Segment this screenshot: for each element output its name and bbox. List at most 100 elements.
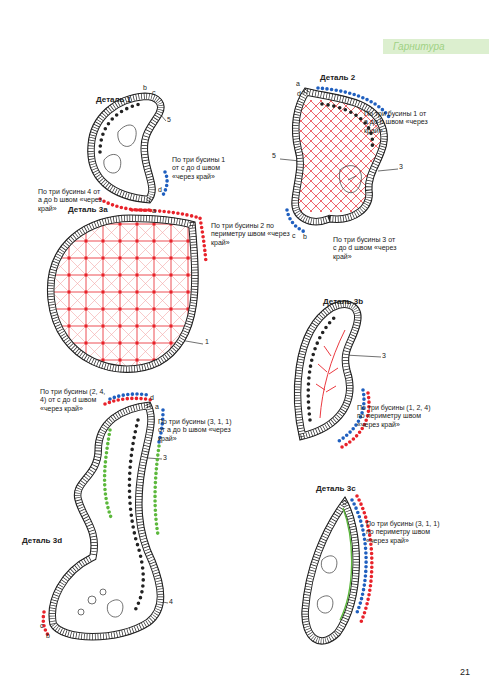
callout-letter: 4 [169, 598, 173, 606]
stitch-note: По три бусины (2, 4, 4) от c до d швом «… [40, 388, 110, 413]
colored-bead-row [105, 398, 152, 404]
border-band-inner [294, 301, 361, 440]
ornament [107, 600, 123, 617]
page-number: 21 [460, 667, 470, 677]
border-band [294, 301, 361, 440]
border-ticks [292, 88, 388, 225]
border-band-inner [49, 402, 164, 640]
shape-outline [292, 88, 388, 225]
ornament [348, 176, 356, 180]
shape-outline [49, 402, 164, 640]
part-title: Деталь 2 [320, 73, 355, 82]
header-tab: Гарнитура [393, 41, 445, 52]
shape-fill [302, 497, 360, 644]
shape-fill [294, 301, 361, 440]
stitch-note: По три бусины 3 от c до d швом «через кр… [333, 236, 397, 261]
part-title: Деталь 3d [22, 536, 62, 545]
leader-line [148, 458, 162, 459]
callout-letter: d [297, 90, 301, 98]
stitch-note: По три бусины 4 от a до b швом «через кр… [38, 188, 104, 213]
part-title: Деталь 3b [323, 297, 363, 306]
detail-shape [40, 203, 208, 378]
border-ticks [302, 497, 360, 644]
part-title: Деталь 3c [316, 484, 356, 493]
callout-letter: d [150, 394, 154, 402]
callout-letter: c [292, 232, 296, 240]
border-band [49, 402, 164, 640]
clipped-art [302, 497, 360, 644]
border-band-inner [302, 497, 360, 644]
colored-bead-row [105, 430, 112, 520]
shape-outline [88, 93, 164, 203]
shape-outline [302, 497, 360, 644]
colored-bead-row [161, 172, 167, 198]
border-band [88, 93, 164, 203]
stitch-note: По три бусины (3, 1, 1) по периметру шво… [366, 520, 446, 545]
bead-row [129, 420, 143, 612]
callout-letter: d [158, 186, 162, 194]
shape-outline [47, 215, 198, 372]
callout-letter: 3 [382, 352, 386, 360]
leader-line [345, 355, 381, 357]
border-ticks [294, 301, 361, 440]
shape-outline [294, 301, 361, 440]
header-bar [383, 39, 489, 54]
colored-bead-row [155, 446, 159, 535]
stitch-note: По три бусины (3, 1, 1) от a до b швом «… [158, 418, 232, 443]
detail-shape [272, 70, 400, 235]
border-ticks [88, 93, 164, 203]
border-ticks [49, 402, 164, 640]
ornament [321, 556, 337, 573]
detail-shape [295, 482, 370, 647]
clipped-art [294, 301, 361, 440]
colored-bead-row [110, 394, 148, 399]
stitch-note: По три бусины 2 по периметру швом «через… [211, 222, 291, 247]
border-band [302, 497, 360, 644]
callout-letter: 3 [399, 163, 403, 171]
callout-letter: 5 [272, 152, 276, 160]
shape-fill [88, 93, 164, 203]
detail-shape [18, 395, 173, 650]
colored-bead-row [287, 210, 305, 232]
stitch-note: По три бусины 1 от c до d швом «через кр… [172, 156, 234, 181]
stitch-note: По три бусины (1, 2, 4) по периметру шво… [357, 404, 437, 429]
ornament [118, 125, 136, 146]
callout-letter: a [296, 80, 300, 88]
colored-bead-row [357, 496, 372, 622]
callout-letter: c [152, 89, 156, 97]
callout-letter: b [143, 84, 147, 92]
border-band-inner [88, 93, 164, 203]
bead-row [100, 104, 140, 152]
vein-line [316, 346, 338, 392]
callout-letter: 3 [163, 454, 167, 462]
ornament [78, 589, 106, 615]
border-band [292, 88, 388, 225]
ornament [339, 166, 361, 193]
callout-letter: b [46, 632, 50, 640]
leader-line [378, 169, 398, 171]
detail-art [43, 394, 164, 640]
ornament [104, 154, 121, 173]
callout-letter: b [303, 233, 307, 241]
shape-fill [49, 402, 164, 640]
stitch-note: По три бусины 1 от a до b швом «через кр… [364, 110, 428, 135]
detail-art [302, 496, 372, 644]
border-band [47, 215, 198, 372]
border-ticks [47, 215, 198, 372]
part-title: Деталь 1 [96, 95, 131, 104]
border-band-inner [292, 88, 388, 225]
detail-figure: Деталь 2 [272, 70, 400, 235]
vein-line [320, 330, 345, 418]
shape-fill [47, 215, 198, 372]
clipped-art [49, 402, 164, 640]
detail-figure: Деталь 3c [295, 482, 370, 647]
callout-letter: 1 [205, 338, 209, 346]
colored-bead-row [342, 393, 369, 447]
detail-figure: Деталь 3a [40, 203, 208, 378]
callout-letter: a [152, 207, 156, 215]
callout-letter: c [40, 622, 44, 630]
border-band-inner [47, 215, 198, 372]
callout-letter: 5 [167, 116, 171, 124]
colored-bead-row [132, 210, 206, 262]
